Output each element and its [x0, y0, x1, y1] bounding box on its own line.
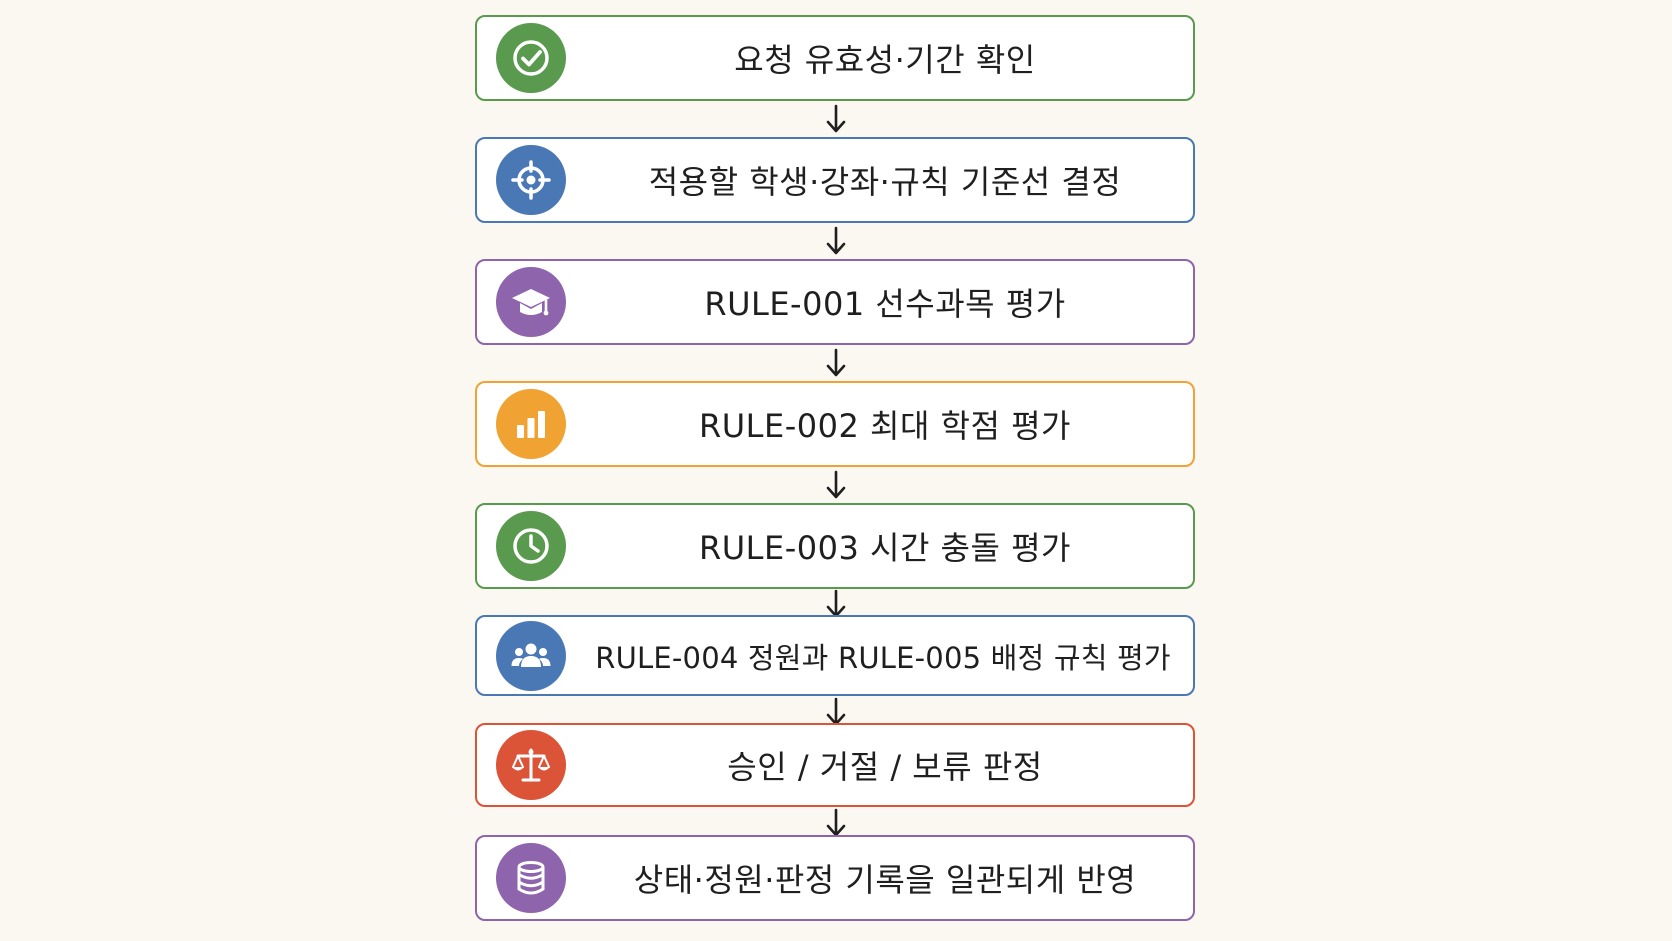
- users-icon: [496, 620, 566, 691]
- step-rule-001: RULE-001 선수과목 평가: [475, 259, 1195, 345]
- step-rule-004-005: RULE-004 정원과 RULE-005 배정 규칙 평가: [475, 615, 1195, 696]
- scales-icon: [496, 730, 566, 800]
- clock-icon: [496, 511, 566, 581]
- step-label: 승인 / 거절 / 보류 판정: [727, 748, 1043, 786]
- step-determine-baseline: 적용할 학생·강좌·규칙 기준선 결정: [475, 137, 1195, 223]
- step-label: 요청 유효성·기간 확인: [734, 41, 1036, 79]
- check-circle-icon: [496, 23, 566, 93]
- step-validate-request: 요청 유효성·기간 확인: [475, 15, 1195, 101]
- step-rule-003: RULE-003 시간 충돌 평가: [475, 503, 1195, 589]
- step-rule-002: RULE-002 최대 학점 평가: [475, 381, 1195, 467]
- arrow-down-icon: [826, 104, 846, 134]
- step-label: RULE-002 최대 학점 평가: [699, 407, 1071, 445]
- step-label: 상태·정원·판정 기록을 일관되게 반영: [633, 861, 1137, 899]
- step-label: 적용할 학생·강좌·규칙 기준선 결정: [648, 163, 1122, 201]
- arrow-down-icon: [826, 470, 846, 500]
- step-persist-records: 상태·정원·판정 기록을 일관되게 반영: [475, 835, 1195, 921]
- bar-chart-icon: [496, 389, 566, 459]
- target-icon: [496, 145, 566, 215]
- step-label: RULE-003 시간 충돌 평가: [699, 529, 1071, 567]
- arrow-down-icon: [826, 226, 846, 256]
- step-label: RULE-004 정원과 RULE-005 배정 규칙 평가: [595, 640, 1171, 675]
- graduation-cap-icon: [496, 267, 566, 337]
- arrow-down-icon: [826, 808, 846, 838]
- step-decision: 승인 / 거절 / 보류 판정: [475, 723, 1195, 807]
- database-icon: [496, 843, 566, 913]
- step-label: RULE-001 선수과목 평가: [704, 285, 1066, 323]
- arrow-down-icon: [826, 348, 846, 378]
